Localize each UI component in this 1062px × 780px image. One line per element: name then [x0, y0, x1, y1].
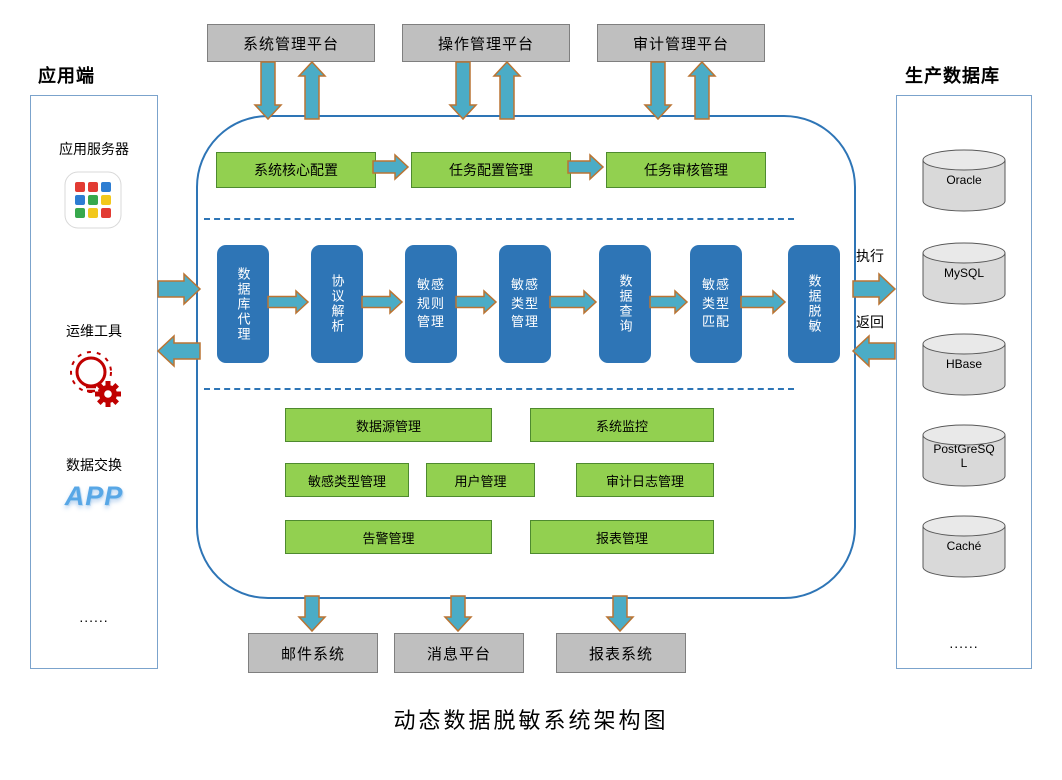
cylinder-icon [922, 149, 1006, 212]
system-label: 邮件系统 [280, 645, 345, 663]
pipeline-sensitive-type-mgmt: 敏感类型管理 [499, 245, 551, 363]
green-box-label: 任务审核管理 [644, 162, 728, 178]
flow-arrow [297, 595, 327, 633]
execute-label: 执行 [856, 248, 884, 264]
left-panel-ellipsis: ...... [79, 609, 109, 625]
flow-arrow [443, 595, 473, 633]
database-hbase: HBase [922, 333, 1006, 397]
application-side-panel: 应用服务器 运维工具 [30, 95, 158, 669]
divider-dashed-bottom [204, 388, 794, 390]
flow-arrow [852, 272, 897, 306]
mgmt-label: 用户管理 [454, 473, 507, 489]
task-audit-box: 任务审核管理 [606, 152, 766, 188]
system-mail: 邮件系统 [248, 633, 378, 673]
mgmt-datasource: 数据源管理 [285, 408, 492, 442]
platform-audit-management: 审计管理平台 [597, 24, 765, 62]
mgmt-label: 报表管理 [595, 530, 648, 546]
pipeline-sensitive-rule-mgmt: 敏感规则管理 [405, 245, 457, 363]
pipeline-label: 协议解析 [329, 274, 345, 334]
pipeline-label: 敏感规则管理 [416, 276, 445, 330]
system-label: 报表系统 [588, 645, 653, 663]
system-message: 消息平台 [394, 633, 524, 673]
flow-arrow [492, 60, 522, 120]
flow-arrow [851, 334, 896, 368]
flow-arrow [297, 60, 327, 120]
system-report: 报表系统 [556, 633, 686, 673]
database-label: PostGreSQL [933, 442, 995, 470]
flow-arrow [157, 272, 202, 306]
database-cache: Caché [922, 515, 1006, 579]
mgmt-label: 敏感类型管理 [307, 473, 386, 489]
masking-core-container: 系统核心配置 任务配置管理 任务审核管理 数据库代理 协议解析 敏感规则管理 敏… [196, 115, 856, 599]
bulb-gear-icon [70, 351, 121, 407]
mgmt-label: 系统监控 [595, 418, 648, 434]
production-database-panel: Oracle MySQL HBase PostGreSQL [896, 95, 1032, 669]
platform-operation-management: 操作管理平台 [402, 24, 570, 62]
diagram-title: 动态数据脱敏系统架构图 [393, 708, 669, 733]
database-mysql: MySQL [922, 242, 1006, 306]
pipeline-sensitive-type-match: 敏感类型匹配 [690, 245, 742, 363]
green-box-label: 任务配置管理 [449, 162, 533, 178]
cylinder-icon [922, 515, 1006, 578]
pipeline-label: 敏感类型匹配 [701, 276, 730, 330]
system-label: 消息平台 [426, 645, 491, 663]
platform-system-management: 系统管理平台 [207, 24, 375, 62]
database-postgresql: PostGreSQL [922, 424, 1006, 488]
flow-arrow [156, 334, 201, 368]
return-label: 返回 [856, 314, 884, 330]
task-config-box: 任务配置管理 [411, 152, 571, 188]
mgmt-sensitive-type: 敏感类型管理 [285, 463, 409, 497]
platform-label: 操作管理平台 [437, 35, 534, 53]
pipeline-protocol-parse: 协议解析 [311, 245, 363, 363]
pipeline-data-query: 数据查询 [599, 245, 651, 363]
app-server-label: 应用服务器 [59, 141, 129, 157]
divider-dashed-top [204, 218, 794, 220]
left-panel-header: 应用端 [38, 66, 95, 86]
database-label: Caché [946, 539, 982, 553]
mgmt-audit-log: 审计日志管理 [576, 463, 714, 497]
mgmt-report: 报表管理 [530, 520, 714, 554]
pipeline-db-proxy: 数据库代理 [217, 245, 269, 363]
data-exchange-label: 数据交换 [66, 457, 122, 473]
flow-arrow [643, 61, 673, 121]
database-label: HBase [945, 357, 983, 371]
cylinder-icon [922, 424, 1006, 487]
pipeline-label: 敏感类型管理 [510, 276, 539, 330]
pipeline-label: 数据库代理 [235, 266, 251, 342]
cylinder-icon [922, 333, 1006, 396]
mgmt-label: 数据源管理 [355, 418, 421, 434]
flow-arrow [448, 61, 478, 121]
pipeline-label: 数据脱敏 [806, 274, 822, 334]
platform-label: 系统管理平台 [242, 35, 339, 53]
green-box-label: 系统核心配置 [254, 162, 338, 178]
flow-arrow [605, 595, 635, 633]
mgmt-system-monitor: 系统监控 [530, 408, 714, 442]
cylinder-icon [922, 242, 1006, 305]
mgmt-alert: 告警管理 [285, 520, 492, 554]
flow-arrow [687, 60, 717, 120]
right-panel-ellipsis: ...... [949, 635, 979, 651]
core-config-box: 系统核心配置 [216, 152, 376, 188]
app-grid-icon [64, 171, 122, 229]
right-panel-header: 生产数据库 [905, 66, 1000, 86]
platform-label: 审计管理平台 [632, 35, 729, 53]
app-wordmark: APP [64, 481, 124, 511]
mgmt-user: 用户管理 [426, 463, 535, 497]
pipeline-label: 数据查询 [617, 274, 633, 334]
database-label: MySQL [943, 266, 984, 280]
mgmt-label: 告警管理 [362, 530, 415, 546]
database-label: Oracle [946, 173, 982, 187]
flow-arrow [253, 61, 283, 121]
ops-tool-label: 运维工具 [66, 323, 122, 339]
pipeline-data-masking: 数据脱敏 [788, 245, 840, 363]
database-oracle: Oracle [922, 149, 1006, 213]
mgmt-label: 审计日志管理 [605, 473, 684, 489]
